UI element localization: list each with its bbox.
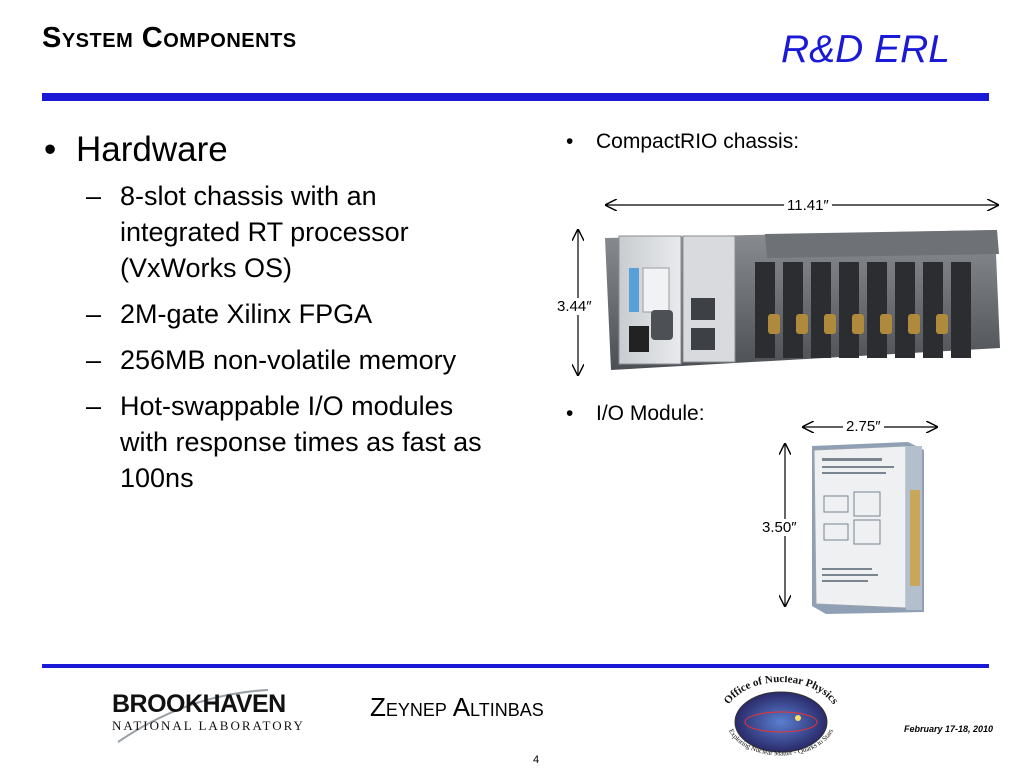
compactrio-chassis-image (605, 230, 1000, 370)
hardware-heading: Hardware (76, 130, 228, 169)
list-item: – 8-slot chassis with an integrated RT p… (86, 178, 504, 286)
brookhaven-swoosh-icon (117, 689, 269, 743)
lab-subtitle: NATIONAL LABORATORY (112, 718, 305, 733)
bullet-dot-icon: • (44, 130, 57, 169)
lab-name: BROOKHAVEN (112, 690, 286, 718)
list-item: – Hot-swappable I/O modules with respons… (86, 388, 504, 496)
header-divider (42, 93, 989, 101)
hardware-sublist: – 8-slot chassis with an integrated RT p… (86, 178, 504, 496)
list-item-text: 2M-gate Xilinx FPGA (120, 299, 373, 329)
footer-divider (42, 664, 989, 668)
page-number: 4 (533, 754, 540, 766)
bullet-dot-icon: • (566, 402, 574, 425)
list-item-text: Hot-swappable I/O modules with response … (120, 391, 482, 493)
bullet-module: • I/O Module: (560, 402, 705, 426)
bullet-chassis: • CompactRIO chassis: (560, 130, 799, 154)
hardware-list: • Hardware – 8-slot chassis with an inte… (44, 130, 504, 506)
dash-icon: – (86, 391, 102, 421)
list-item: – 256MB non-volatile memory (86, 342, 504, 378)
dash-icon: – (86, 181, 102, 211)
chassis-height-label: 3.44″ (554, 298, 595, 315)
list-item-text: 256MB non-volatile memory (120, 345, 457, 375)
bullet-hardware: • Hardware (44, 130, 504, 170)
module-width-label: 2.75″ (843, 418, 884, 435)
list-item-text: 8-slot chassis with an integrated RT pro… (120, 181, 409, 283)
chassis-width-label: 11.41″ (784, 197, 832, 214)
dash-icon: – (86, 299, 102, 329)
presentation-date: February 17-18, 2010 (904, 724, 994, 734)
presenter-name: Zeynep Altinbas (370, 692, 544, 722)
list-item: – 2M-gate Xilinx FPGA (86, 296, 504, 332)
bullet-dot-icon: • (566, 130, 574, 153)
nuclear-physics-logo: Office of Nuclear Physics Exploring Nucl… (722, 676, 841, 758)
module-label: I/O Module: (596, 402, 705, 425)
module-height-label: 3.50″ (759, 519, 800, 536)
brand-label: R&D ERL (780, 28, 950, 71)
chassis-label: CompactRIO chassis: (596, 130, 800, 153)
dash-icon: – (86, 345, 102, 375)
io-module-image (812, 442, 924, 614)
slide-title: System Components (42, 22, 297, 54)
